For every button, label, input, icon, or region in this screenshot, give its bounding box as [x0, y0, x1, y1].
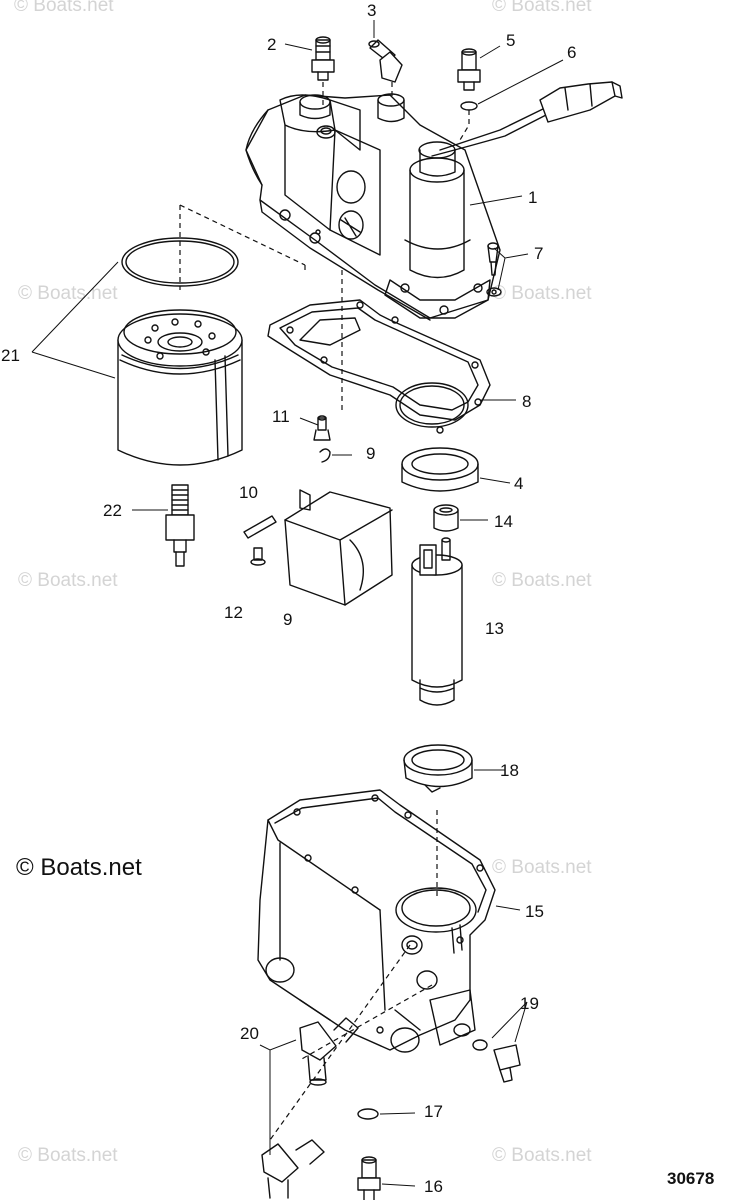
fuel-pump-housing-part-1 — [245, 81, 623, 321]
callout-label-9-clip: 9 — [366, 444, 376, 463]
callout-label-5: 5 — [506, 31, 516, 50]
callout-label-9-bracket: 9 — [283, 610, 293, 629]
callout-label-3: 3 — [367, 1, 377, 20]
callout-leader-lines — [31, 20, 564, 1187]
elbow-fitting-part-20-lower — [261, 1139, 325, 1199]
figure-number: 30678 — [667, 1169, 715, 1188]
fitting-part-16 — [357, 1156, 381, 1200]
valve-part-11 — [313, 415, 331, 441]
callout-label-6: 6 — [567, 43, 577, 62]
filter-housing-part-15 — [257, 789, 496, 1053]
water-sensor-part-22 — [165, 484, 195, 567]
electric-fuel-pump-part-13 — [411, 537, 463, 706]
seal-part-4 — [401, 447, 479, 492]
callout-label-14: 14 — [494, 512, 513, 531]
copyright-notice: © Boats.net — [16, 854, 142, 881]
assembly-dashed-lines — [179, 82, 470, 1141]
gasket-part-8 — [267, 299, 491, 434]
plug-part-19 — [472, 1039, 521, 1083]
screw-part-12 — [250, 547, 266, 566]
o-ring-part-17 — [357, 1108, 379, 1120]
callout-label-1: 1 — [528, 188, 538, 207]
fitting-part-2 — [311, 36, 335, 81]
callout-label-18: 18 — [500, 761, 519, 780]
screw-washer-part-7 — [486, 242, 502, 297]
callout-label-16: 16 — [424, 1177, 443, 1196]
callout-label-11: 11 — [272, 407, 290, 426]
callout-label-7: 7 — [534, 244, 544, 263]
callout-label-17: 17 — [424, 1102, 443, 1121]
callout-label-20: 20 — [240, 1024, 259, 1043]
callout-label-12: 12 — [224, 603, 243, 622]
fitting-part-5 — [457, 48, 481, 91]
callout-label-22: 22 — [103, 501, 122, 520]
watermark-mid-right: © Boats.net — [492, 283, 592, 304]
pump-bracket-part-9 — [284, 489, 393, 606]
callout-label-8: 8 — [522, 392, 532, 411]
watermark-bottom-right: © Boats.net — [492, 1145, 592, 1166]
watermark-bottom-left: © Boats.net — [18, 1145, 118, 1166]
callout-label-4: 4 — [514, 474, 524, 493]
elbow-fitting-part-3 — [368, 39, 403, 83]
watermark-top-right: © Boats.net — [492, 0, 592, 16]
callout-label-2: 2 — [267, 35, 277, 54]
watermark-center-right: © Boats.net — [492, 570, 592, 591]
callout-label-15: 15 — [525, 902, 544, 921]
callout-label-13: 13 — [485, 619, 504, 638]
fuel-filter-part-21 — [117, 309, 243, 466]
seal-part-18 — [403, 744, 473, 793]
pin-part-10 — [243, 515, 277, 539]
elbow-fitting-part-20-upper — [299, 1017, 359, 1086]
watermark-lower-right: © Boats.net — [492, 857, 592, 878]
o-ring-part-6 — [460, 101, 478, 111]
bushing-part-14 — [433, 504, 459, 532]
callout-label-10: 10 — [239, 483, 258, 502]
callout-label-19: 19 — [520, 994, 539, 1013]
clip-part-9 — [319, 448, 331, 463]
watermark-top-left: © Boats.net — [14, 0, 114, 16]
watermark-center-left: © Boats.net — [18, 570, 118, 591]
callout-label-21: 21 — [1, 346, 20, 365]
